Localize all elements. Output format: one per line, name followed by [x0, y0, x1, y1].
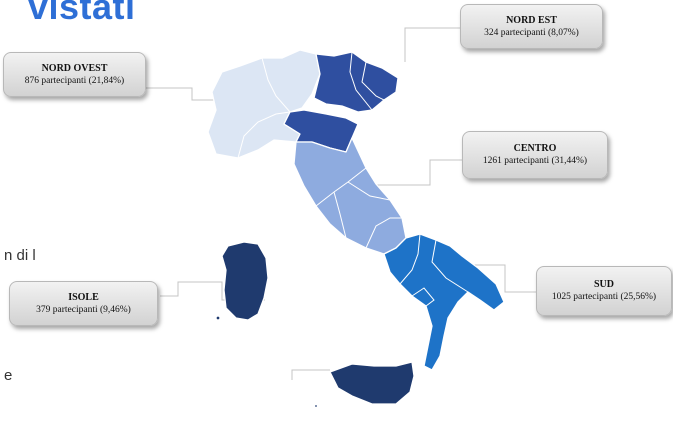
small-island [215, 315, 221, 321]
left-text-fragment: e [4, 367, 13, 384]
region-name: NORD EST [506, 14, 557, 26]
region-participants: 1261 partecipanti (31,44%) [482, 156, 588, 166]
island-sicilia [329, 361, 415, 405]
internal-borders [237, 51, 469, 307]
callout-centro: CENTRO 1261 partecipanti (31,44%) [462, 131, 608, 179]
callout-isole: ISOLE 379 partecipanti (9,46%) [9, 281, 158, 326]
small-island [313, 403, 319, 409]
callout-nord-est: NORD EST 324 partecipanti (8,07%) [460, 4, 603, 49]
region-participants: 1025 partecipanti (25,56%) [551, 292, 657, 302]
region-name: NORD OVEST [41, 62, 108, 74]
region-participants: 379 partecipanti (9,46%) [36, 304, 131, 315]
region-name: CENTRO [513, 143, 557, 154]
page-title: vistati [28, 0, 136, 27]
region-participants: 324 partecipanti (8,07%) [484, 27, 579, 38]
leader-line-centro [372, 159, 462, 186]
region-nord-est-north [313, 51, 399, 113]
island-sardegna [221, 241, 269, 321]
leader-line-sicilia [291, 369, 330, 380]
left-text-fragment: n di l [4, 247, 36, 264]
region-isole[interactable] [215, 241, 415, 409]
region-sud[interactable] [383, 233, 505, 371]
leader-line-sud [468, 264, 536, 293]
leader-line-nord-est [404, 27, 462, 62]
region-centro[interactable] [293, 137, 407, 255]
callout-nord-ovest: NORD OVEST 876 partecipanti (21,84%) [3, 52, 146, 97]
region-name: SUD [593, 279, 614, 290]
callout-sud: SUD 1025 partecipanti (25,56%) [536, 266, 672, 316]
region-name: ISOLE [68, 291, 99, 303]
region-participants: 876 partecipanti (21,84%) [24, 75, 125, 86]
leader-line-nord-ovest [146, 87, 232, 101]
